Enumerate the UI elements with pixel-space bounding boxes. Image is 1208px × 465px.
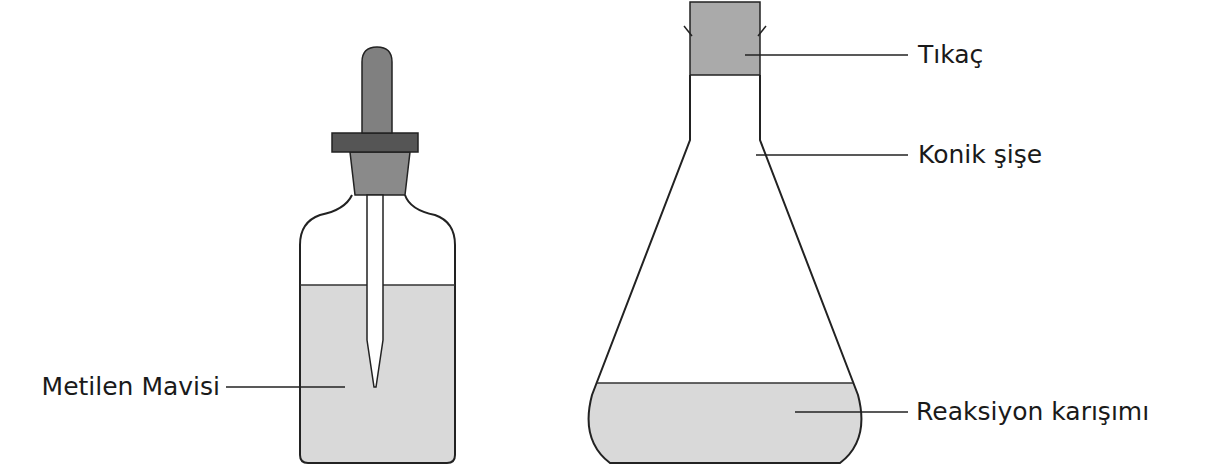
dropper-bottle (295, 47, 465, 465)
dropper-bulb (362, 47, 392, 133)
bottle-body (300, 195, 455, 463)
leader-line (756, 154, 908, 156)
leader-line (226, 386, 345, 388)
conical-flask (575, 2, 875, 465)
leader-line (745, 54, 908, 56)
dropper-cap (332, 133, 418, 152)
part-label: Metilen Mavisi (42, 373, 220, 401)
flask-body (589, 75, 862, 463)
flask-lip (684, 26, 692, 36)
dropper-pipette (367, 195, 383, 387)
stopper (690, 2, 760, 75)
reaction-mixture (575, 383, 875, 465)
dropper-seal (350, 152, 410, 195)
leader-lines (226, 55, 908, 412)
part-label: Tıkaç (918, 41, 983, 69)
part-label: Reaksiyon karışımı (916, 398, 1149, 426)
flask-lip (758, 26, 766, 36)
leader-line (795, 411, 908, 413)
liquid-surface (597, 382, 853, 384)
part-label: Konik şişe (918, 141, 1042, 169)
